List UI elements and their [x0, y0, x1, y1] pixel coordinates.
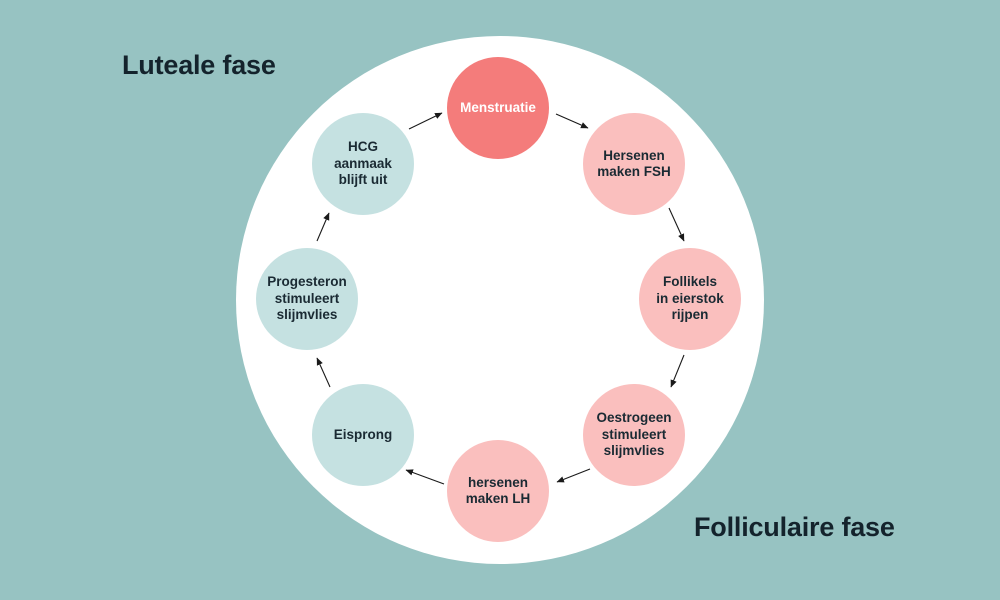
step-hcg: HCG aanmaak blijft uit [312, 113, 414, 215]
step-progesterone: Progesteron stimuleert slijmvlies [256, 248, 358, 350]
step-label: Oestrogeen stimuleert slijmvlies [596, 410, 672, 459]
step-ovulation: Eisprong [312, 384, 414, 486]
step-brain-lh: hersenen maken LH [447, 440, 549, 542]
luteal-phase-label: Luteale fase [122, 50, 276, 80]
step-label: Hersenen maken FSH [597, 147, 671, 180]
step-label: HCG aanmaak blijft uit [334, 139, 392, 188]
follicular-phase-label: Folliculaire fase [694, 512, 895, 542]
step-oestrogen: Oestrogeen stimuleert slijmvlies [583, 384, 685, 486]
step-follicles-mature: Follikels in eierstok rijpen [639, 248, 741, 350]
step-brain-fsh: Hersenen maken FSH [583, 113, 685, 215]
step-label: Menstruatie [460, 99, 536, 115]
step-label: Progesteron stimuleert slijmvlies [267, 274, 347, 323]
step-label: hersenen maken LH [465, 474, 531, 507]
step-menstruation: Menstruatie [447, 57, 549, 159]
step-label: Follikels in eierstok rijpen [656, 274, 724, 323]
step-label: Eisprong [333, 426, 393, 442]
